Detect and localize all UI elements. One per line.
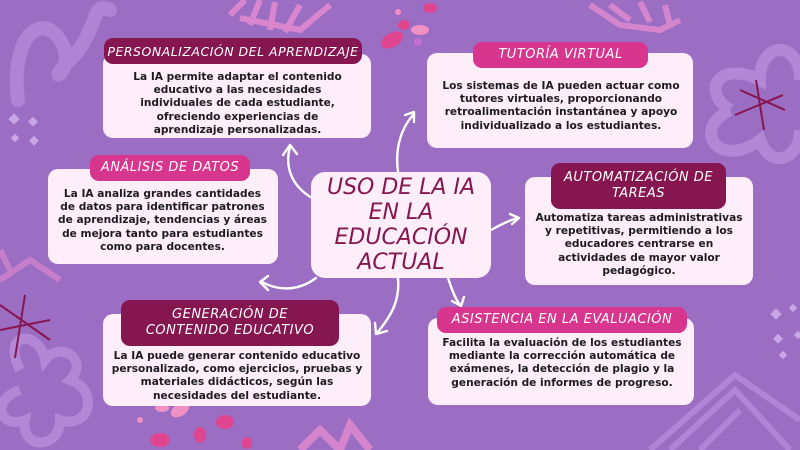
node-text-personalizacion: La IA permite adaptar el contenido educa… [133,71,342,136]
leaf-decoration [227,0,332,34]
node-title-generacion: GENERACIÓN DE CONTENIDO EDUCATIVO [121,300,339,346]
squiggle-decoration [9,1,117,107]
star-decoration [734,79,786,131]
node-text-tutoria: Los sistemas de IA pueden actuar como tu… [442,80,680,132]
center-title: USO DE LA IA EN LA EDUCACIÓN ACTUAL [326,175,476,275]
leaf-decoration [297,417,374,450]
leaf-decoration [588,0,682,34]
star-decoration [0,294,51,359]
node-title-tutoria: TUTORÍA VIRTUAL [473,42,648,68]
flower-decoration [0,333,93,448]
center-node: USO DE LA IA EN LA EDUCACIÓN ACTUAL [311,172,491,278]
blobs-decoration [137,402,252,449]
blobs-decoration [381,3,437,49]
node-card-personalizacion [103,54,371,138]
node-text-automatizacion: Automatiza tareas administrativas y repe… [535,212,743,277]
arrow-to-tutoria [396,113,415,174]
dots-decoration [8,113,39,146]
node-title-automatizacion: AUTOMATIZACIÓN DE TAREAS [551,163,726,209]
node-text-generacion: La IA puede generar contenido educativo … [111,350,363,402]
node-text-asistencia: Facilita la evaluación de los estudiante… [442,337,682,389]
node-text-analisis: La IA analiza grandes cantidades de dato… [58,188,267,253]
node-title-asistencia: ASISTENCIA EN LA EVALUACIÓN [437,307,687,333]
node-title-personalizacion: PERSONALIZACIÓN DEL APRENDIZAJE [104,38,362,64]
arrow-to-automatizacion [489,216,520,232]
arrow-to-analisis [260,276,318,290]
node-card-tutoria [427,53,693,148]
node-title-analisis: ANÁLISIS DE DATOS [90,155,250,181]
arrow-to-generacion [375,276,400,335]
dots-decoration [770,303,800,360]
arrow-to-asistencia [446,276,462,307]
node-card-analisis [48,169,278,264]
arrow-to-personalizacion [287,145,314,200]
flower-decoration [705,44,800,165]
